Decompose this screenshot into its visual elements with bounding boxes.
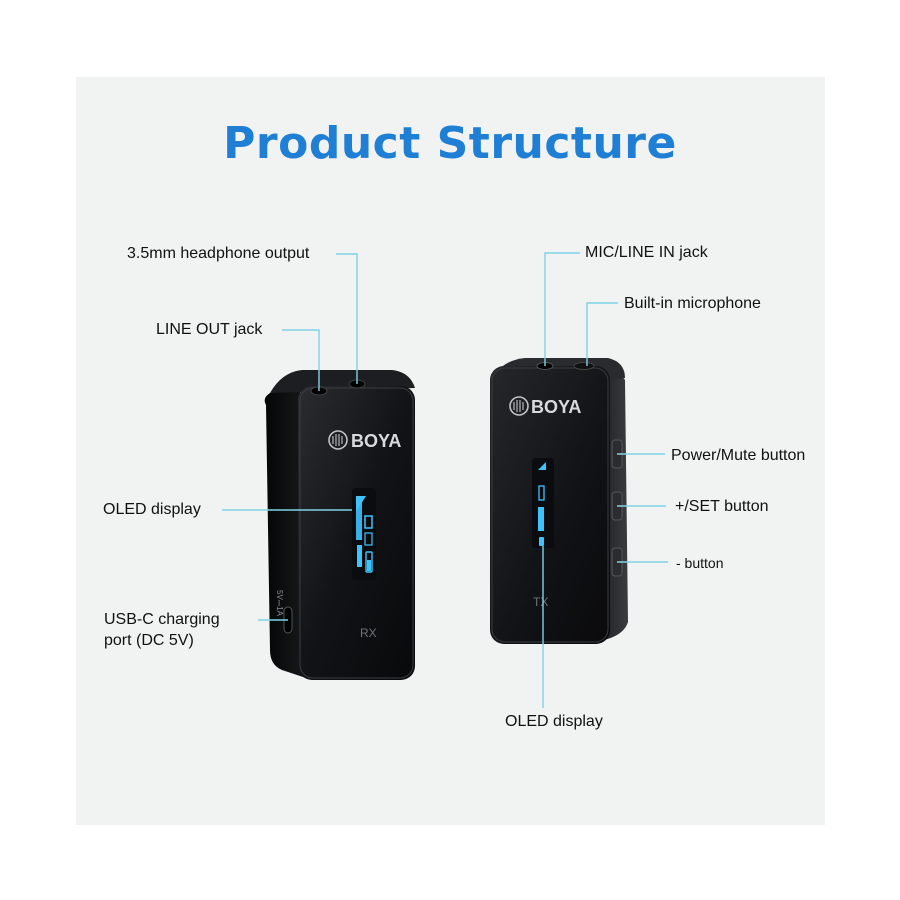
rx-brand-logo: BOYA [351,431,401,451]
label-mic-line-in-jack: MIC/LINE IN jack [585,244,708,261]
label-usb-c-line1: USB-C charging [104,611,220,628]
label-line-out-jack: LINE OUT jack [156,321,263,338]
label-plus-set-button: +/SET button [675,498,769,515]
tx-brand-logo: BOYA [531,397,581,417]
rx-port-marking: 5V⎓1A [275,590,284,617]
tx-model-label: TX [533,595,548,609]
rx-receiver: BOYA 5V⎓1A RX [264,370,415,680]
leader-line-line-out [282,329,320,391]
tx-builtin-microphone [573,362,595,370]
leader-line-headphone-output [336,253,358,384]
tx-transmitter: BOYA TX [490,358,628,644]
boya-logo-icon [328,430,348,450]
page-title: Product Structure [223,118,677,169]
label-headphone-output: 3.5mm headphone output [127,245,310,262]
leader-lines [222,252,668,708]
label-builtin-microphone: Built-in microphone [624,295,761,312]
rx-model-label: RX [360,626,377,640]
label-usb-c-line2: port (DC 5V) [104,632,194,649]
rx-oled-display [352,488,376,580]
tx-oled-display [532,458,554,548]
label-minus-button: - button [676,555,724,571]
leader-line-mic-line-in [544,252,580,366]
leader-line-builtin-mic [586,302,618,366]
label-tx-oled-display: OLED display [505,713,603,730]
label-rx-oled-display: OLED display [103,501,201,518]
background-panel [76,77,825,825]
boya-logo-icon [509,396,529,416]
label-power-mute-button: Power/Mute button [671,447,806,464]
